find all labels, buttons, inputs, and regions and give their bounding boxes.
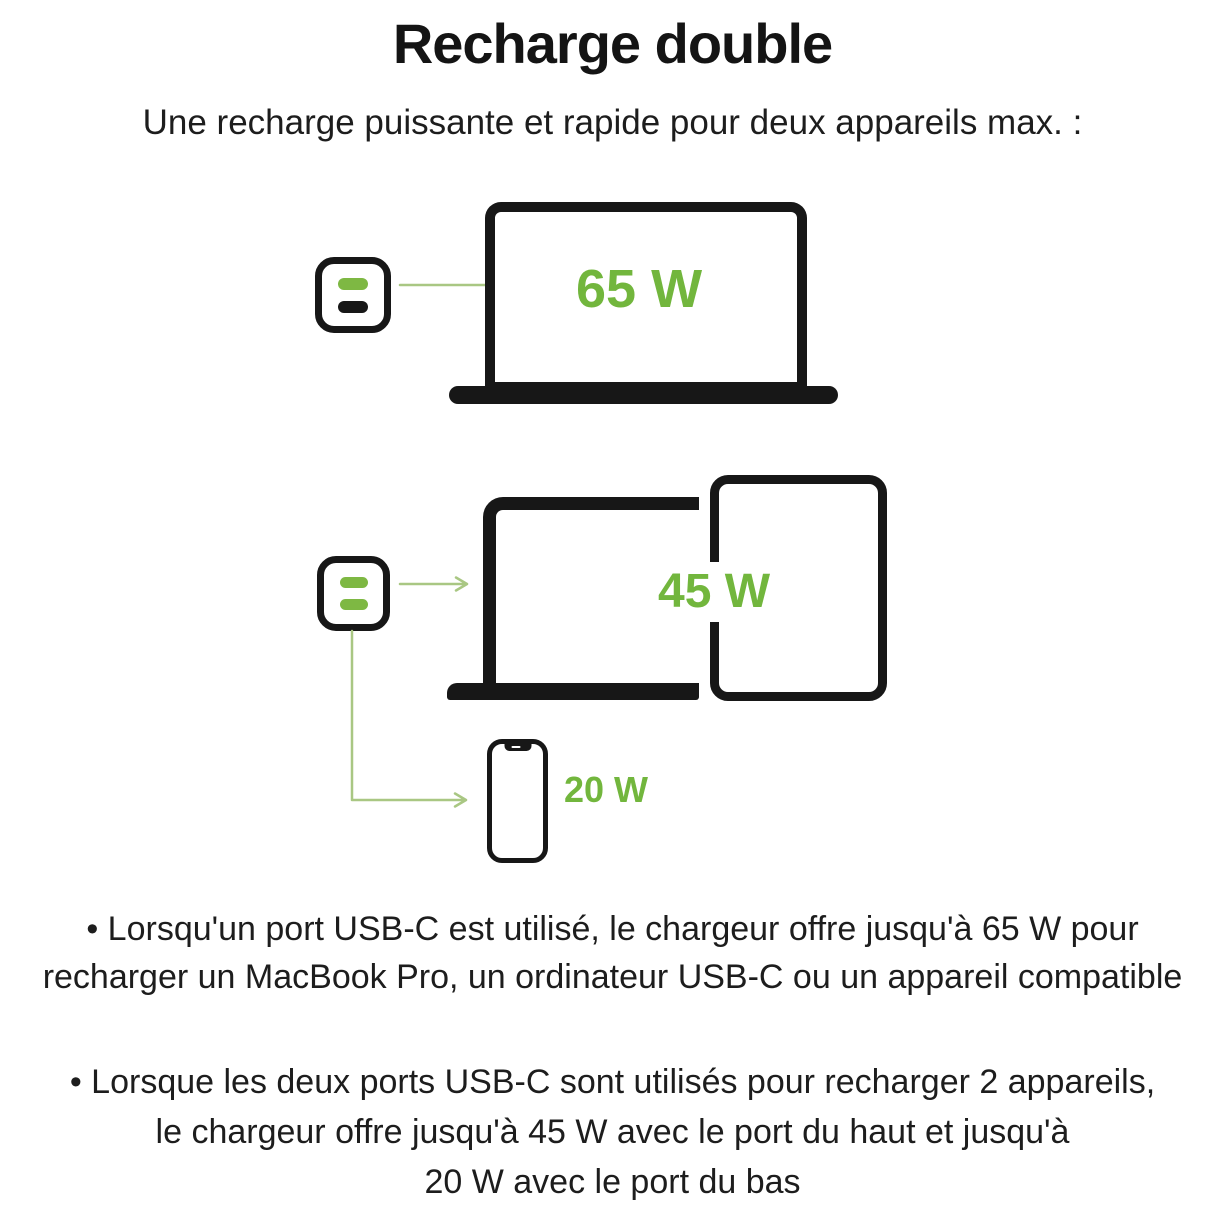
laptop-icon xyxy=(485,202,807,392)
charger-icon xyxy=(315,257,391,333)
wattage-label-65w: 65 W xyxy=(576,259,703,319)
phone-notch xyxy=(504,743,531,751)
phone-speaker xyxy=(511,746,520,748)
usb-c-port-bottom-icon xyxy=(339,599,368,610)
bullet-dual-port-description: • Lorsque les deux ports USB-C sont util… xyxy=(69,1063,1156,1201)
tablet-icon xyxy=(710,475,887,701)
page-subtitle: Une recharge puissante et rapide pour de… xyxy=(142,103,1083,142)
usb-c-port-bottom-icon xyxy=(338,300,368,313)
arrow-right-icon xyxy=(398,576,469,592)
page-title: Recharge double xyxy=(392,12,833,75)
bullet-single-port-description: • Lorsqu'un port USB-C est utilisé, le c… xyxy=(42,910,1183,996)
laptop-base xyxy=(447,683,699,700)
usb-c-port-top-icon xyxy=(339,577,368,588)
laptop-base xyxy=(449,386,838,404)
wattage-label-45w: 45 W xyxy=(648,562,781,622)
arrow-elbow-down-right-icon xyxy=(350,629,468,808)
wattage-label-20w: 20 W xyxy=(564,769,649,810)
phone-icon xyxy=(487,739,548,863)
usb-c-port-top-icon xyxy=(338,277,368,290)
charger-icon xyxy=(317,556,390,631)
